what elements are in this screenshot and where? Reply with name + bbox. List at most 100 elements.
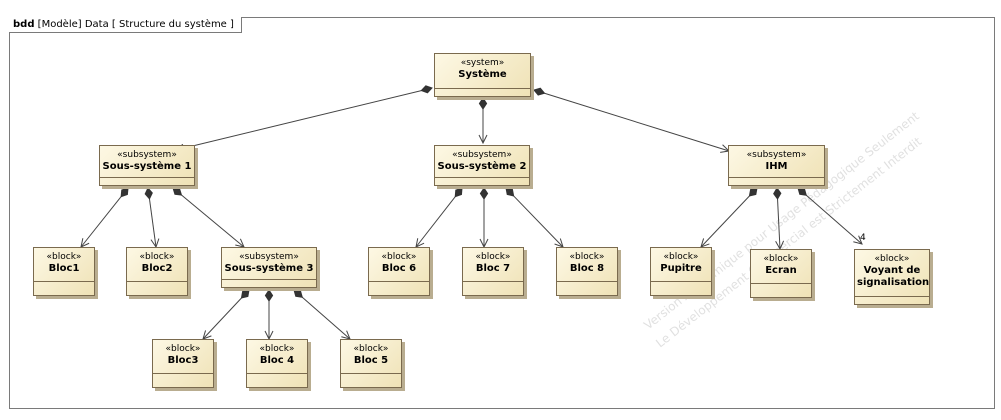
composition-systeme-ss1[interactable]	[174, 85, 433, 153]
block-systeme[interactable]: «system» Système	[434, 53, 531, 97]
composition-ss2-bloc8[interactable]	[505, 187, 564, 248]
compartment-divider	[222, 279, 316, 280]
compartment-divider	[651, 281, 711, 282]
compartment-divider	[463, 281, 523, 282]
composition-diamond	[144, 187, 153, 200]
composition-diamond	[454, 187, 463, 198]
composition-arrowhead	[853, 235, 863, 245]
composition-diamond	[505, 187, 515, 197]
composition-line	[513, 195, 564, 248]
block-bloc-6[interactable]: «block» Bloc 6	[368, 247, 430, 296]
block-name: Ecran	[765, 265, 797, 276]
block-voyant-de-signalisation[interactable]: «block» Voyant de signalisation	[854, 249, 930, 305]
stereotype-label: «block»	[353, 344, 389, 354]
stereotype-label: «subsystem»	[452, 150, 512, 160]
composition-line	[148, 198, 157, 248]
composition-ss1-bloc2[interactable]	[144, 187, 160, 249]
composition-ihm-pupitre[interactable]	[700, 187, 758, 248]
compartment-divider	[153, 373, 213, 374]
composition-line	[181, 194, 245, 248]
block-bloc3[interactable]: «block» Bloc3	[152, 339, 214, 388]
composition-ss1-bloc1[interactable]	[80, 187, 129, 248]
composition-ss2-bloc6[interactable]	[415, 187, 463, 248]
compartment-divider	[127, 281, 187, 282]
composition-diamond	[533, 87, 546, 96]
block-pupitre[interactable]: «block» Pupitre	[650, 247, 712, 296]
composition-diamond	[479, 187, 489, 200]
composition-systeme-ihm[interactable]	[533, 87, 731, 153]
multiplicity-label: 4	[860, 233, 866, 243]
block-bloc-5[interactable]: «block» Bloc 5	[340, 339, 402, 388]
composition-line	[544, 92, 730, 152]
block-bloc-8[interactable]: «block» Bloc 8	[556, 247, 618, 296]
stereotype-label: «system»	[460, 58, 505, 68]
stereotype-label: «block»	[165, 344, 201, 354]
block-ihm[interactable]: «subsystem» IHM	[728, 145, 825, 186]
composition-diamond	[240, 289, 250, 299]
composition-ss3-bloc5[interactable]	[293, 289, 351, 340]
composition-diamond	[773, 187, 782, 200]
compartment-divider	[341, 373, 401, 374]
block-ecran[interactable]: «block» Ecran	[750, 249, 812, 298]
composition-diamond	[264, 289, 274, 302]
composition-arrowhead	[478, 134, 488, 145]
composition-line	[415, 196, 456, 248]
stereotype-label: «block»	[381, 252, 417, 262]
composition-line	[175, 90, 422, 151]
composition-line	[777, 198, 781, 250]
block-name: Sous-système 2	[437, 161, 527, 172]
block-name: IHM	[765, 161, 788, 172]
compartment-divider	[557, 281, 617, 282]
block-name: Bloc3	[167, 355, 199, 366]
frame-label: bdd [Modèle] Data [ Structure du système…	[9, 17, 242, 33]
block-name: Système	[458, 69, 507, 80]
block-name: Sous-système 1	[102, 161, 192, 172]
compartment-divider	[435, 88, 530, 89]
composition-diamond	[293, 289, 303, 298]
block-sous-systeme-2[interactable]: «subsystem» Sous-système 2	[434, 145, 530, 186]
composition-diamond	[748, 187, 758, 197]
stereotype-label: «block»	[763, 254, 799, 264]
frame-kind: bdd	[13, 19, 35, 30]
block-name: Bloc 8	[569, 263, 605, 274]
block-bloc1[interactable]: «block» Bloc1	[33, 247, 95, 296]
composition-line	[301, 296, 351, 340]
block-bloc-4[interactable]: «block» Bloc 4	[246, 339, 308, 388]
stereotype-label: «block»	[46, 252, 82, 262]
block-sous-systeme-1[interactable]: «subsystem» Sous-système 1	[99, 145, 195, 186]
compartment-divider	[435, 177, 529, 178]
compartment-divider	[855, 296, 929, 297]
stereotype-label: «block»	[663, 252, 699, 262]
composition-ss1-ss3[interactable]	[172, 187, 245, 248]
composition-line	[80, 196, 122, 248]
block-name: Bloc2	[141, 263, 173, 274]
composition-ihm-voyant[interactable]: 4	[797, 187, 866, 245]
stereotype-label: «subsystem»	[746, 150, 807, 160]
stereotype-label: «block»	[475, 252, 511, 262]
composition-ss3-bloc3[interactable]	[202, 289, 250, 340]
composition-line	[805, 194, 863, 245]
block-bloc2[interactable]: «block» Bloc2	[126, 247, 188, 296]
diagram-frame	[9, 17, 995, 409]
block-name: Bloc1	[48, 263, 80, 274]
composition-line	[700, 195, 750, 248]
stereotype-label: «block»	[139, 252, 175, 262]
composition-diamond	[420, 85, 433, 94]
stereotype-label: «subsystem»	[117, 150, 177, 160]
composition-ss2-bloc7[interactable]	[479, 187, 489, 249]
block-name: Bloc 5	[353, 355, 389, 366]
stereotype-label: «subsystem»	[239, 252, 299, 262]
composition-systeme-ss2[interactable]	[478, 97, 488, 145]
compartment-divider	[100, 177, 194, 178]
composition-ihm-ecran[interactable]	[773, 187, 785, 251]
frame-title: [Modèle] Data [ Structure du système ]	[37, 19, 234, 30]
block-bloc-7[interactable]: «block» Bloc 7	[462, 247, 524, 296]
composition-ss3-bloc4[interactable]	[264, 289, 274, 341]
compartment-divider	[34, 281, 94, 282]
compartment-divider	[751, 283, 811, 284]
composition-line	[202, 297, 242, 340]
compartment-divider	[369, 281, 429, 282]
block-sous-systeme-3[interactable]: «subsystem» Sous-système 3	[221, 247, 317, 288]
composition-diamond	[120, 187, 129, 198]
